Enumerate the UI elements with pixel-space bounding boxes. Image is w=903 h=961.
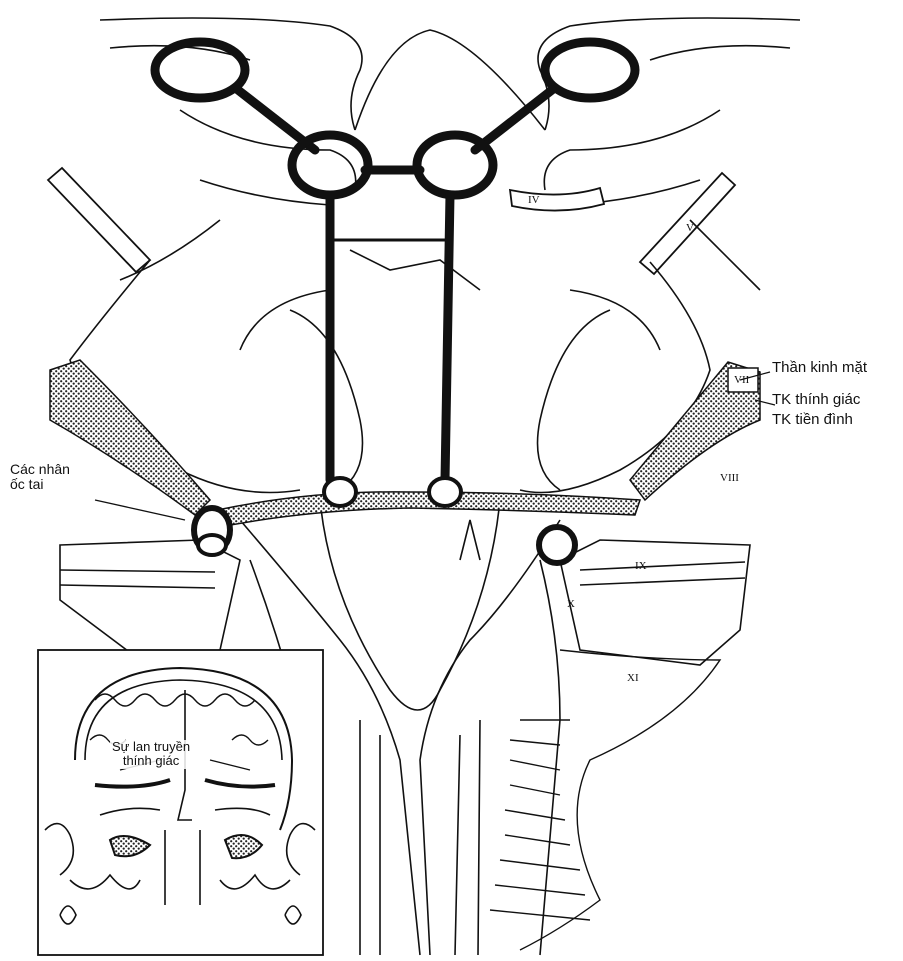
inset-caption-label: Sự lan truyền thính giác: [110, 740, 192, 769]
cn-ix-label: IX: [635, 560, 647, 572]
auditory-pathway: [155, 42, 635, 480]
coronal-inset: [38, 650, 323, 955]
cochlear-nerve-masses: [50, 360, 760, 530]
cochlear-nuclei-label: Các nhân ốc tai: [10, 462, 70, 493]
medial-geniculate-right: [417, 135, 493, 195]
cranial-nerve-stumps: [48, 168, 735, 274]
cn-x-label: X: [567, 598, 575, 610]
cn-iv-label: IV: [528, 194, 540, 206]
cn-v-label: V: [686, 222, 694, 234]
vestibular-nerve-label: TK tiền đình: [772, 412, 853, 429]
cn-viii-label: VIII: [720, 472, 739, 484]
auditory-cortex-left: [155, 42, 245, 98]
facial-nerve-label: Thần kinh mặt: [772, 360, 867, 377]
cochlear-nerve-label: TK thính giác: [772, 392, 860, 409]
cn-xi-label: XI: [627, 672, 639, 684]
auditory-cortex-right: [545, 42, 635, 98]
cn-vii-label: VII: [734, 374, 749, 386]
medial-geniculate-left: [292, 135, 368, 195]
cerebellum-striations: [490, 650, 720, 950]
